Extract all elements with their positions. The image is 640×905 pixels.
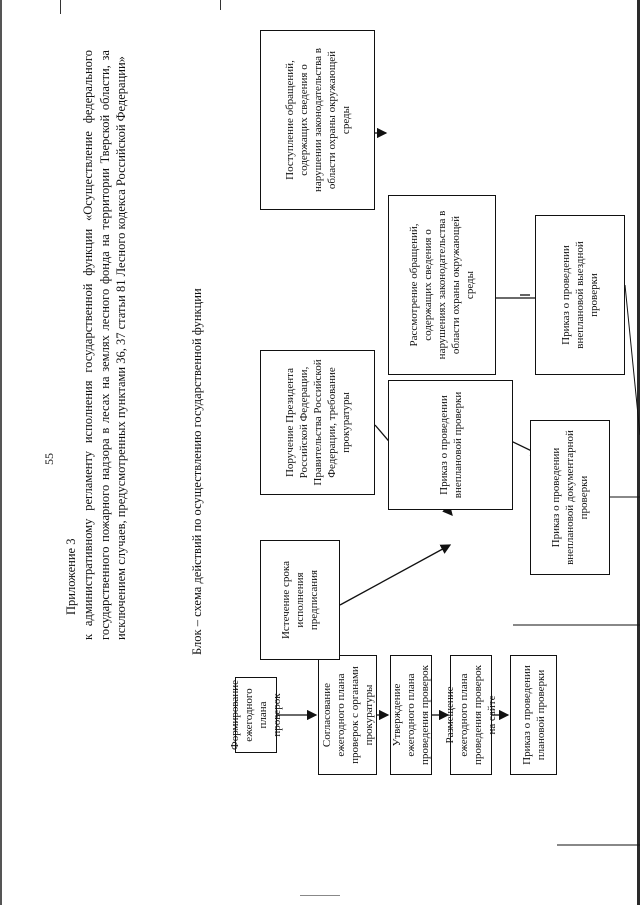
scan-speck (220, 0, 221, 10)
scan-edge-right (637, 0, 640, 905)
box-plan-formation: Формирование ежегодного плана проверок (229, 677, 283, 753)
box-plan-confirmation: Утверждение ежегодного плана проведения … (390, 655, 432, 775)
box-plan-publication: Размещение ежегодного плана проведения п… (444, 655, 498, 775)
box-instruction: Поручение Президента Российской Федераци… (260, 350, 375, 495)
box-receipt: Поступление обращений, содержащих сведен… (260, 30, 375, 210)
box-review: Рассмотрение обращений, содержащих сведе… (388, 195, 496, 375)
box-order-onsite: Приказ о проведении внеплановой выездной… (535, 215, 625, 375)
scan-speck (60, 0, 61, 14)
scan-speck (300, 895, 340, 896)
arrow-expiry-order (339, 544, 452, 606)
box-order-planned: Приказ о проведении плановой проверки (510, 655, 557, 775)
box-plan-approval-prosecutor: Согласование ежегодного плана проверок с… (318, 655, 377, 775)
box-order-documentary: Приказ о проведении внеплановой документ… (530, 420, 610, 575)
line-onsite-down (624, 284, 640, 436)
box-order-unplanned: Приказ о проведении внеплановой проверки (388, 380, 513, 510)
box-expiry: Истечение срока исполнения предписания (260, 540, 340, 660)
scan-edge-left (0, 0, 2, 905)
